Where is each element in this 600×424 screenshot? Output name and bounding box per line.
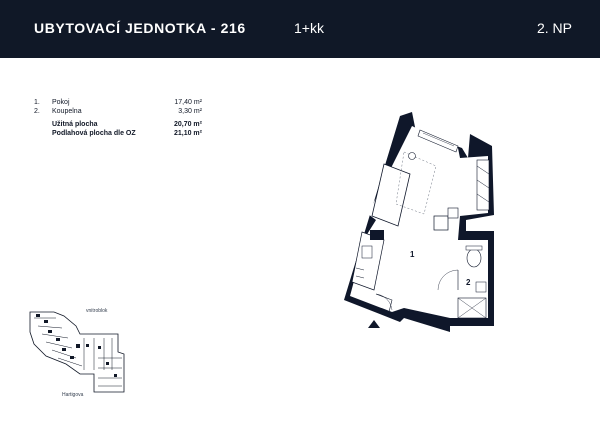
key-plan xyxy=(29,311,125,393)
room-area-table: 1. Pokoj 17,40 m² 2. Koupelna 3,30 m² Už… xyxy=(34,98,202,138)
room-name: Pokoj xyxy=(52,99,70,106)
floor-area-label: Podlahová plocha dle OZ xyxy=(52,130,136,137)
window-right xyxy=(476,159,490,211)
window-top xyxy=(417,129,459,153)
usable-area-value: 20,70 m² xyxy=(173,121,202,128)
unit-layout: 1+kk xyxy=(294,20,324,36)
floor-area-value: 21,10 m² xyxy=(173,130,202,137)
entrance-arrow-icon xyxy=(368,320,380,328)
floor-label: 2. NP xyxy=(536,20,572,36)
bathroom-door xyxy=(437,269,459,291)
room-row: 2. Koupelna 3,30 m² xyxy=(34,107,202,116)
table xyxy=(433,207,459,231)
usable-area-row: Užitná plocha 20,70 m² xyxy=(34,120,202,129)
floor-plan: 1 2 xyxy=(344,112,494,332)
kitchen-counter xyxy=(351,230,385,291)
room-name: Koupelna xyxy=(52,108,82,115)
courtyard-label: vnitroblok xyxy=(86,308,108,314)
room-number: 2. xyxy=(34,108,40,115)
room-row: 1. Pokoj 17,40 m² xyxy=(34,98,202,107)
entry-door xyxy=(375,293,393,317)
unit-title: UBYTOVACÍ JEDNOTKA - 216 xyxy=(34,20,246,36)
street-label: Hartigova xyxy=(62,392,84,398)
room-1-label: 1 xyxy=(410,250,415,259)
walls xyxy=(344,112,494,332)
room-area: 3,30 m² xyxy=(178,108,202,115)
floor-area-row: Podlahová plocha dle OZ 21,10 m² xyxy=(34,129,202,138)
room-2-label: 2 xyxy=(466,278,471,287)
bathroom-fixtures xyxy=(457,245,487,319)
page-header: UBYTOVACÍ JEDNOTKA - 216 1+kk 2. NP xyxy=(0,0,600,58)
bed xyxy=(371,151,437,227)
usable-area-label: Užitná plocha xyxy=(52,121,98,128)
room-area: 17,40 m² xyxy=(174,99,202,106)
room-number: 1. xyxy=(34,99,40,106)
